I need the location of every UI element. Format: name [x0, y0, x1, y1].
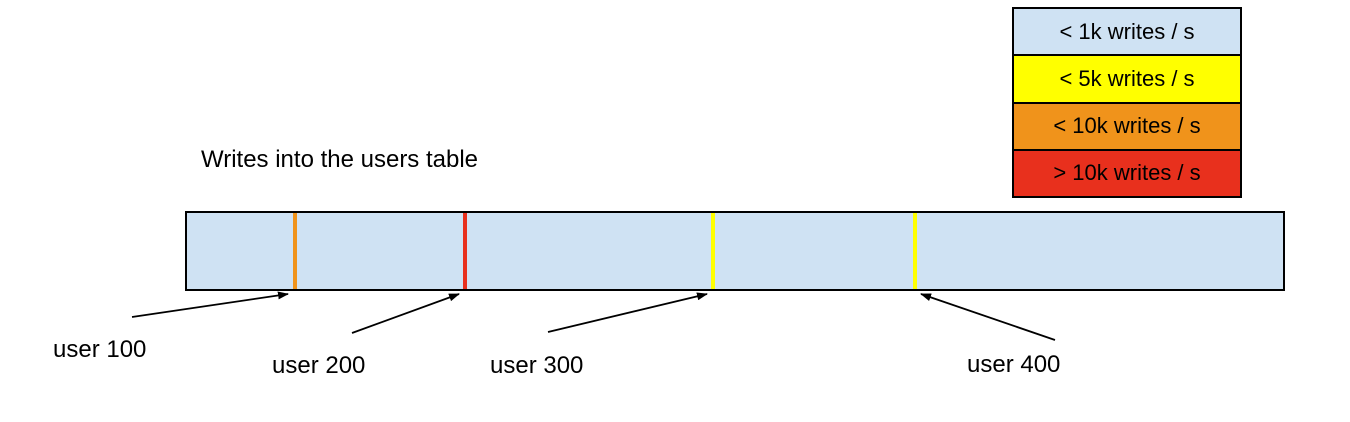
- legend-row-under-1k: < 1k writes / s: [1014, 9, 1240, 57]
- legend-row-over-10k: > 10k writes / s: [1014, 150, 1240, 196]
- users-table-band: [185, 211, 1285, 291]
- label-user-400: user 400: [967, 351, 1061, 378]
- arrow-user-200: [351, 293, 460, 334]
- legend-row-under-10k: < 10k writes / s: [1014, 103, 1240, 151]
- diagram-title: Writes into the users table: [201, 146, 479, 173]
- hotspot-marker-user-100: [293, 213, 297, 289]
- arrow-user-100: [131, 291, 289, 318]
- label-user-200: user 200: [272, 352, 366, 379]
- legend-row-under-5k: < 5k writes / s: [1014, 56, 1240, 104]
- write-rate-legend: < 1k writes / s < 5k writes / s < 10k wr…: [1012, 7, 1242, 198]
- arrow-user-400: [920, 293, 1056, 341]
- label-user-100: user 100: [53, 336, 147, 363]
- hotspot-marker-user-200: [463, 213, 467, 289]
- hotspot-marker-user-400: [913, 213, 917, 289]
- hotspot-marker-user-300: [711, 213, 715, 289]
- label-user-300: user 300: [490, 352, 584, 379]
- arrow-user-300: [547, 292, 708, 333]
